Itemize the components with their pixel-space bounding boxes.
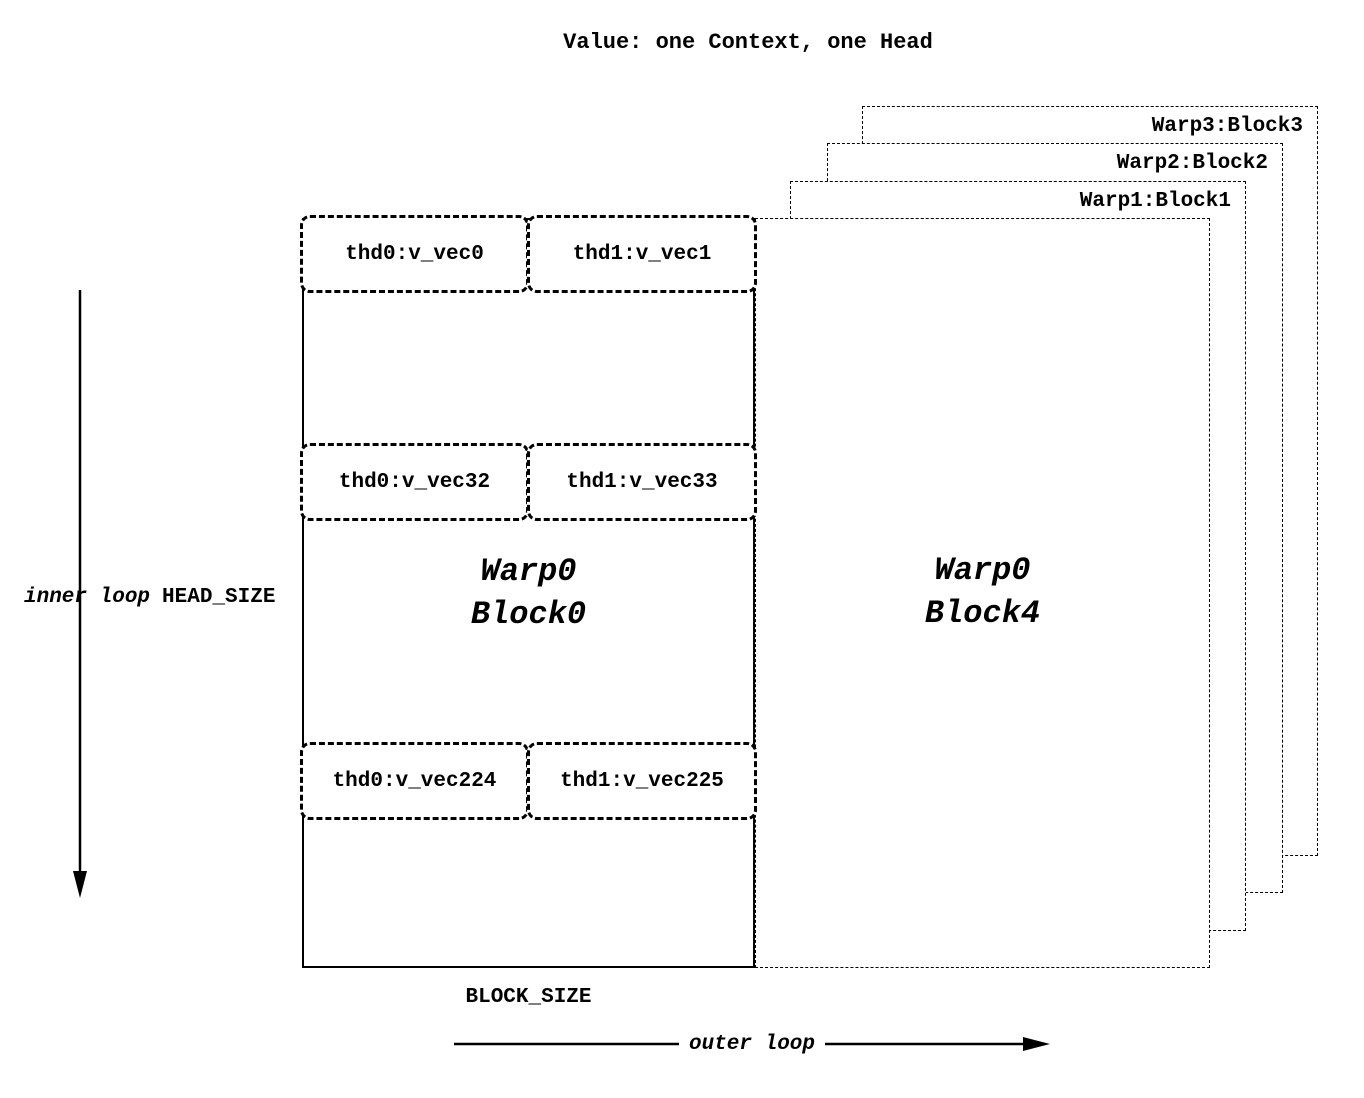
vec-box-thd0-v-vec224: thd0:v_vec224 (300, 742, 529, 820)
outer-loop-axis-label: outer loop (452, 1033, 1052, 1056)
inner-loop-text: inner loop (24, 586, 151, 609)
vec-box-thd1-v-vec225: thd1:v_vec225 (527, 742, 757, 820)
vec-box-thd1-v-vec1: thd1:v_vec1 (527, 215, 757, 293)
diagram-title: Value: one Context, one Head (563, 30, 933, 55)
inner-loop-down-arrow-icon (73, 290, 87, 898)
warp0-block0-label: Warp0 Block0 (304, 550, 753, 636)
warp0-block4-block-line: Block4 (924, 595, 1041, 633)
warp0-block4-warp-line: Warp0 (934, 552, 1031, 589)
outer-loop-text: outer loop (678, 1033, 826, 1056)
head-size-text: HEAD_SIZE (162, 586, 276, 609)
block-size-label: BLOCK_SIZE (465, 986, 592, 1009)
vec-box-thd0-v-vec32: thd0:v_vec32 (300, 443, 529, 521)
stacked-block-warp2-label: Warp2:Block2 (1116, 152, 1268, 175)
warp0-block0-warp-line: Warp0 (480, 553, 577, 590)
vec-box-thd0-v-vec0: thd0:v_vec0 (300, 215, 529, 293)
warp0-block0-rect: Warp0 Block0 (302, 218, 755, 968)
inner-loop-axis-label: inner loop HEAD_SIZE (24, 586, 275, 609)
warp0-block4-rect: Warp0 Block4 (755, 218, 1210, 968)
stacked-block-warp3-label: Warp3:Block3 (1151, 115, 1303, 138)
vec-box-thd1-v-vec33: thd1:v_vec33 (527, 443, 757, 521)
warp0-block0-block-line: Block0 (470, 596, 587, 634)
stacked-block-warp1-label: Warp1:Block1 (1079, 190, 1231, 213)
warp0-block4-label: Warp0 Block4 (756, 549, 1209, 635)
